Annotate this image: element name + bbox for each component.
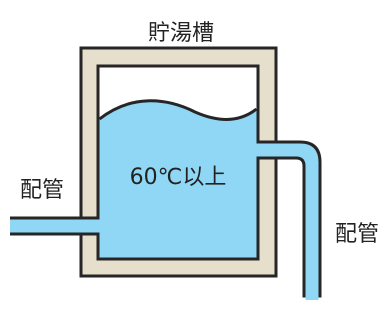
left-pipe-label: 配管 xyxy=(20,178,64,203)
right-pipe-mouth xyxy=(254,143,262,157)
right-pipe-end xyxy=(305,290,319,300)
left-pipe-mouth xyxy=(95,219,101,233)
tank-title: 貯湯槽 xyxy=(148,21,214,46)
water xyxy=(99,100,257,258)
right-pipe-label: 配管 xyxy=(335,222,379,247)
water-surface xyxy=(98,99,258,122)
left-pipe xyxy=(10,216,102,236)
temperature-label: 60℃以上 xyxy=(130,165,227,190)
